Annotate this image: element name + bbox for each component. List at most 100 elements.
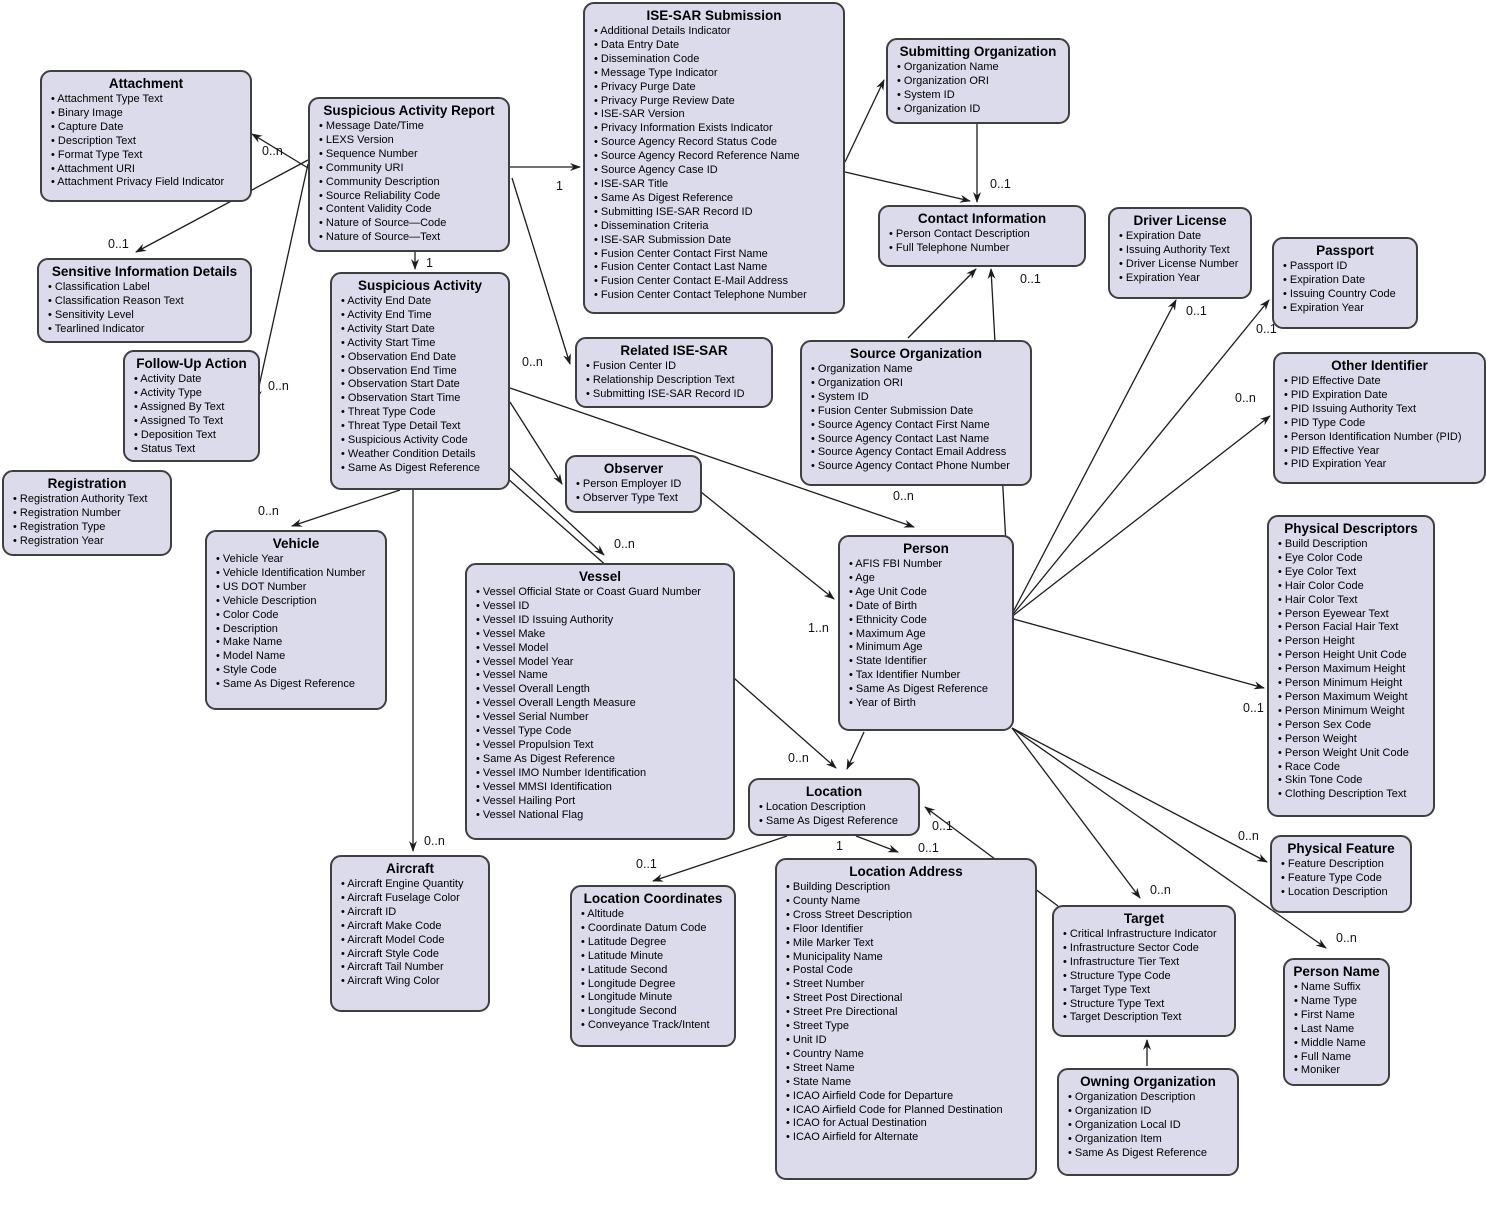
edge-sa-to-observer [509, 401, 563, 485]
attribute-item: • Fusion Center Submission Date [811, 404, 974, 417]
attribute-item: • Build Description [1278, 538, 1368, 550]
entity-title: Suspicious Activity Report [323, 103, 495, 118]
attribute-item: • Same As Digest Reference [216, 678, 355, 691]
cardinality-label: 0..1 [1186, 304, 1207, 318]
attribute-item: • Format Type Text [51, 148, 143, 161]
attribute-item: • Full Telephone Number [889, 241, 1010, 254]
edge-source_org-to-contact_info [907, 268, 977, 339]
entity-title: Owning Organization [1080, 1074, 1216, 1089]
entity-title: Physical Feature [1287, 841, 1395, 856]
attribute-item: • Observation End Time [341, 364, 457, 377]
attribute-item: • ICAO for Actual Destination [786, 1117, 927, 1130]
attribute-item: • Registration Number [13, 506, 121, 519]
edge-sar-to-attachment [251, 133, 309, 169]
attribute-item: • Aircraft Engine Quantity [341, 878, 464, 890]
attribute-item: • Person Weight [1278, 732, 1357, 745]
cardinality-label: 0..1 [1256, 322, 1277, 336]
attribute-item: • Activity Date [134, 373, 202, 385]
attribute-item: • Activity End Date [341, 295, 432, 307]
attribute-item: • PID Effective Year [1284, 444, 1380, 457]
attribute-item: • ICAO Airfield for Alternate [786, 1131, 919, 1144]
attribute-item: • Vehicle Identification Number [216, 566, 366, 579]
attribute-item: • Dissemination Criteria [594, 219, 709, 232]
attribute-item: • Expiration Date [1283, 273, 1366, 286]
cardinality-label: 0..1 [990, 177, 1011, 191]
attribute-item: • Color Code [216, 608, 279, 621]
attribute-item: • Source Agency Record Status Code [594, 136, 778, 149]
cardinality-label: 0..n [258, 504, 279, 518]
entity-box-driver_license: Driver License• Expiration Date• Issuing… [1108, 207, 1252, 299]
attribute-item: • Activity End Time [341, 308, 432, 321]
attribute-item: • First Name [1294, 1008, 1355, 1021]
attribute-item: • Same As Digest Reference [1068, 1146, 1207, 1159]
attribute-item: • Organization ORI [811, 376, 903, 389]
entity-title: Attachment [108, 76, 184, 91]
attribute-list: • Expiration Date• Issuing Authority Tex… [1114, 230, 1246, 286]
entity-title: Vessel [578, 569, 622, 584]
attribute-item: • Organization ORI [897, 74, 989, 87]
attribute-item: • Model Name [216, 650, 286, 663]
entity-title: Person [903, 541, 949, 556]
attribute-item: • Aircraft Fuselage Color [341, 891, 460, 904]
attribute-item: • LEXS Version [319, 133, 394, 146]
attribute-item: • Altitude [581, 908, 624, 920]
edge-submission-to-contact_info [844, 171, 971, 203]
attribute-item: • Street Pre Directional [786, 1006, 898, 1019]
attribute-item: • Hair Color Code [1278, 579, 1364, 592]
attribute-item: • Vessel Overall Length [476, 683, 590, 696]
edge-person-to-phys_feature [1011, 727, 1268, 863]
entity-box-loc_coords: Location Coordinates• Altitude• Coordina… [570, 885, 736, 1047]
attribute-list: • Additional Details Indicator• Data Ent… [589, 25, 839, 303]
entity-box-owning_org: Owning Organization • Organization Descri… [1057, 1068, 1239, 1176]
entity-title: Sensitive Information Details [51, 264, 238, 279]
attribute-item: • Street Name [786, 1061, 855, 1074]
entity-title: Location Address [849, 864, 963, 879]
edge-person-to-other_id [1009, 415, 1271, 619]
attribute-list: • Registration Authority Text• Registrat… [8, 493, 166, 549]
attribute-item: • Unit ID [786, 1033, 827, 1046]
attribute-list: • Person Employer ID• Observer Type Text [571, 478, 696, 506]
attribute-item: • Same As Digest Reference [341, 461, 480, 474]
cardinality-label: 0..n [262, 144, 283, 158]
attribute-item: • System ID [811, 390, 869, 403]
attribute-item: • Attachment URI [51, 162, 135, 175]
attribute-item: • Coordinate Datum Code [581, 921, 707, 934]
attribute-list: • Passport ID• Expiration Date• Issuing … [1278, 260, 1412, 316]
attribute-item: • Driver License Number [1119, 257, 1239, 270]
attribute-item: • Vessel ID [476, 599, 530, 612]
attribute-item: • Community URI [319, 161, 404, 174]
attribute-item: • Postal Code [786, 964, 853, 977]
attribute-item: • Conveyance Track/Intent [581, 1019, 710, 1032]
attribute-item: • ICAO Airfield Code for Planned Destina… [786, 1103, 1003, 1116]
attribute-list: • Fusion Center ID• Relationship Descrip… [581, 360, 767, 402]
entity-box-vehicle: Vehicle• Vehicle Year• Vehicle Identific… [205, 530, 387, 710]
attribute-item: • Target Type Text [1063, 983, 1151, 996]
attribute-item: • Last Name [1294, 1022, 1355, 1035]
attribute-item: • Organization Name [897, 61, 999, 73]
attribute-item: • Feature Description [1281, 858, 1384, 870]
attribute-item: • Activity Start Date [341, 322, 435, 335]
entity-title: Target [1123, 911, 1165, 926]
attribute-item: • Nature of Source—Code [319, 217, 447, 230]
entity-title: Location [805, 784, 863, 799]
attribute-list: • Organization Description• Organization… [1063, 1091, 1233, 1161]
attribute-item: • Age Unit Code [849, 585, 927, 598]
cardinality-label: 0..n [1150, 883, 1171, 897]
entity-box-related: Related ISE-SAR• Fusion Center ID• Relat… [575, 337, 773, 408]
attribute-item: • Vessel Type Code [476, 725, 572, 738]
attribute-list: • Organization Name• Organization ORI• S… [892, 61, 1064, 117]
attribute-item: • Registration Type [13, 520, 106, 533]
edge-sa-to-vessel [509, 467, 605, 556]
cardinality-label: 1 [836, 839, 843, 853]
attribute-item: • Fusion Center Contact First Name [594, 247, 768, 260]
attribute-item: • Municipality Name [786, 950, 883, 963]
attribute-item: • Observation End Date [341, 350, 457, 363]
attribute-item: • PID Expiration Date [1284, 388, 1388, 401]
attribute-item: • Organization ID [897, 102, 981, 115]
attribute-item: • Person Weight Unit Code [1278, 746, 1409, 759]
attribute-list: • Feature Description• Feature Type Code… [1276, 858, 1406, 900]
attribute-item: • Registration Year [13, 534, 104, 547]
attribute-item: • Organization Local ID [1068, 1118, 1181, 1131]
